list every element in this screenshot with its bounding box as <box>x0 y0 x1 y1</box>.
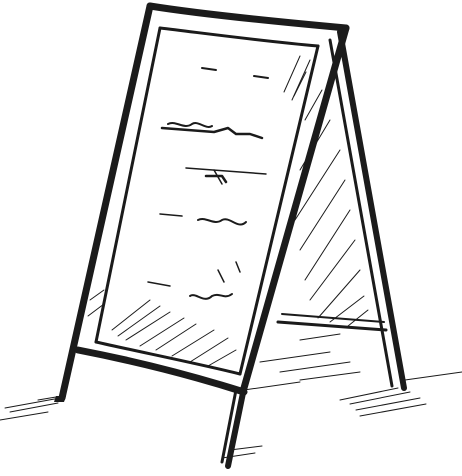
board-scribbles <box>147 67 269 300</box>
rear-support <box>276 29 407 391</box>
rear-panel-hatching <box>294 89 369 327</box>
board-hatching <box>87 55 311 367</box>
front-frame <box>54 2 350 469</box>
ground-shadow <box>0 333 462 459</box>
